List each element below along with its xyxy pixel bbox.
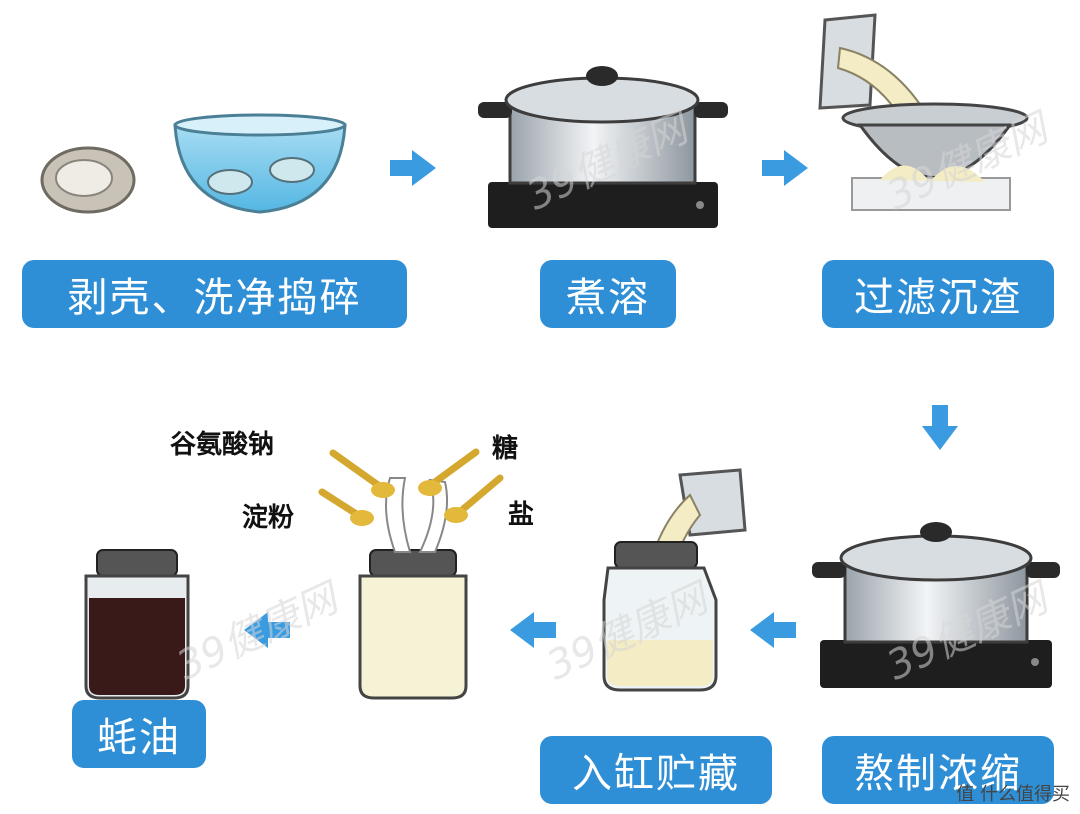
ingredient-salt: 盐 [508, 500, 535, 530]
arrow-left-icon [750, 612, 796, 648]
ingredient-sugar: 糖 [492, 434, 519, 464]
arrow-down-icon [922, 405, 958, 450]
step-label-store-in-vat: 入缸贮藏 [540, 736, 772, 804]
oyster-sauce-jar-icon [84, 549, 190, 700]
ingredient-msg: 谷氨酸钠 [170, 430, 275, 460]
sieve-filter-icon [818, 13, 1029, 211]
pot-on-stove-icon [478, 66, 728, 228]
step-label-oyster-sauce: 蚝油 [72, 700, 206, 768]
jar-with-spoons-icon [318, 448, 504, 700]
water-bowl-icon [173, 113, 347, 214]
arrow-left-icon [244, 612, 290, 648]
arrow-right-icon [762, 150, 808, 186]
arrow-right-icon [390, 150, 436, 186]
pot-on-stove-icon [812, 522, 1060, 688]
step-label-filter-sediment: 过滤沉渣 [822, 260, 1054, 328]
ingredient-starch: 淀粉 [242, 503, 295, 533]
step-label-peel-wash-crush: 剥壳、洗净捣碎 [22, 260, 407, 328]
oyster-icon [40, 146, 136, 214]
credit-text: 值 什么值得买 [956, 784, 1070, 805]
arrow-left-icon [510, 612, 556, 648]
step-label-boil-dissolve: 煮溶 [540, 260, 676, 328]
step-label-concentrate: 熬制浓缩 [822, 736, 1054, 804]
jar-pouring-icon [602, 468, 747, 692]
